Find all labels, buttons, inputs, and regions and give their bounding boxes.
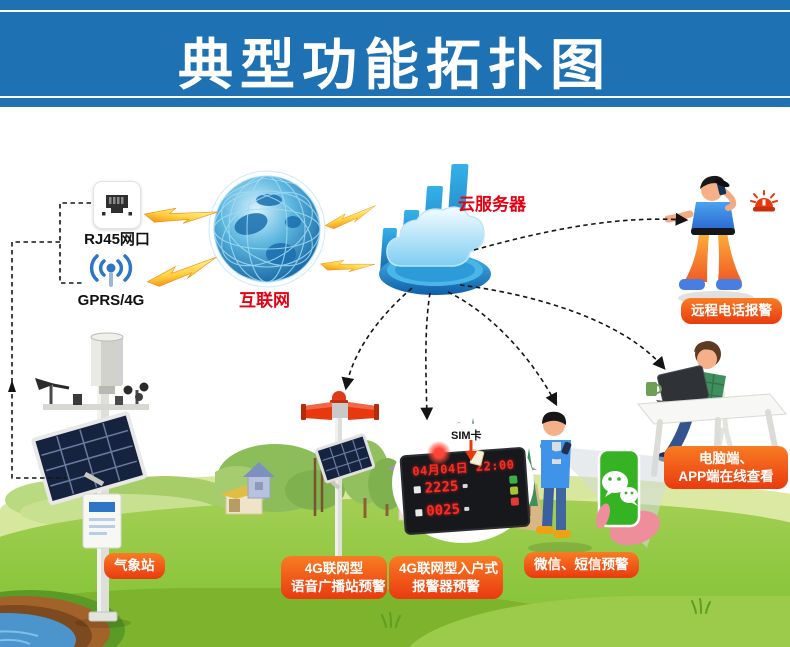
cloud-server-label: 云服务器 (458, 195, 526, 214)
pc-app-label: 电脑端、 APP端在线查看 (664, 446, 788, 490)
internet-globe (208, 170, 326, 288)
panel-row-unit (462, 483, 468, 489)
panel-row-unit (463, 506, 470, 512)
panel-row-value: 0025 (425, 501, 461, 520)
header-banner: 典型功能拓扑图 (0, 0, 790, 107)
grass-tuft (691, 598, 711, 614)
banner-top-line (0, 10, 790, 12)
wechat-logo-icon (602, 471, 638, 506)
rj45-port-icon (93, 181, 141, 229)
indoor-alarm-label: 4G联网型入户式 报警器预警 (389, 556, 503, 600)
rj45-label: RJ45网口 (84, 231, 150, 248)
person-wechat (528, 411, 675, 554)
weather-station (31, 332, 149, 628)
siren-icon (750, 190, 778, 212)
panel-row-icon (413, 485, 422, 494)
broadcast-label: 4G联网型 语音广播站预警 (281, 556, 387, 600)
sim-label: SIM卡 (451, 430, 482, 442)
gprs-label: GPRS/4G (77, 292, 145, 309)
panel-row-icon (415, 508, 423, 517)
weather-station-label: 气象站 (104, 553, 165, 579)
grass-tuft (381, 612, 401, 628)
banner-bottom-line (0, 96, 790, 98)
cloud-server (379, 164, 491, 295)
panel-row-rainfall: 2225 (413, 478, 468, 498)
alarm-glow (427, 441, 451, 465)
phone-alarm-label: 远程电话报警 (681, 298, 782, 324)
pond (0, 578, 130, 647)
wechat-sms-label: 微信、短信预警 (524, 552, 639, 578)
internet-label: 互联网 (239, 291, 290, 310)
page-title: 典型功能拓扑图 (177, 34, 612, 96)
panel-row-level: 0025 (415, 501, 470, 521)
panel-row-value: 2225 (424, 478, 459, 497)
gprs-antenna-icon (89, 254, 133, 287)
sim-arrow-icon (465, 440, 477, 461)
